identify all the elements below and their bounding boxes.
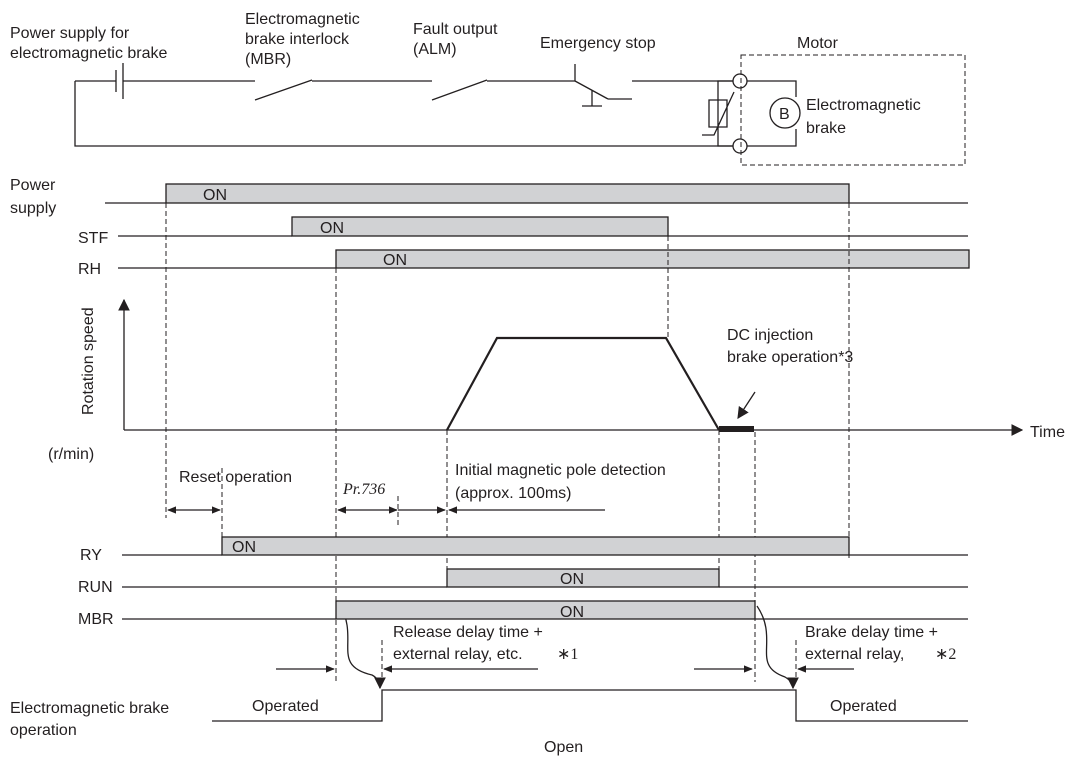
rotation-speed-chart: Rotation speed (r/min) Time DC injection… xyxy=(48,298,1065,463)
speed-axis-label: Rotation speed xyxy=(80,307,97,415)
speed-profile-line xyxy=(446,336,720,431)
brake-delay-label: Brake delay time +external relay, xyxy=(805,624,938,663)
operated-label-1: Operated xyxy=(252,698,319,715)
brake-coil-symbol xyxy=(769,97,801,129)
stf-signal-label: STF xyxy=(78,230,108,247)
rh-on-label: ON xyxy=(383,252,407,269)
brake-symbol-letter: B xyxy=(779,106,790,123)
motor-box xyxy=(740,54,966,166)
alm-contact-label: Fault output(ALM) xyxy=(413,21,498,58)
brake-curve-arrow xyxy=(756,605,799,690)
estop-label: Emergency stop xyxy=(540,35,656,52)
mbr-signal-label: MBR xyxy=(78,611,114,628)
release-curve-arrow xyxy=(339,604,386,690)
timing-annotations: Reset operation Pr.736 Initial magnetic … xyxy=(167,462,956,690)
ry-signal-label: RY xyxy=(80,547,102,564)
speed-unit-label: (r/min) xyxy=(48,446,94,463)
run-on-band xyxy=(446,568,720,588)
output-signal-traces: RY ON RUN ON MBR ON xyxy=(78,536,968,628)
brake-delay-note: ∗2 xyxy=(935,646,956,663)
estop-contact xyxy=(574,64,632,107)
run-signal-label: RUN xyxy=(78,579,113,596)
rh-signal-label: RH xyxy=(78,261,101,278)
alm-contact xyxy=(431,79,488,101)
battery-symbol xyxy=(115,63,124,99)
stf-on-label: ON xyxy=(320,220,344,237)
open-label: Open xyxy=(544,739,583,756)
mbr-contact xyxy=(254,79,313,101)
motor-label: Motor xyxy=(797,35,839,52)
release-delay-label: Release delay time +external relay, etc. xyxy=(393,624,543,663)
release-delay-note: ∗1 xyxy=(557,646,578,663)
run-on-label: ON xyxy=(560,571,584,588)
reset-operation-label: Reset operation xyxy=(179,469,292,486)
mbr-on-band xyxy=(335,600,756,620)
pr736-label: Pr.736 xyxy=(342,481,385,498)
ry-on-label: ON xyxy=(232,539,256,556)
power-on-label: ON xyxy=(203,187,227,204)
pole-detection-label: Initial magnetic pole detection(approx. … xyxy=(455,462,666,502)
brake-operation-waveform xyxy=(212,689,968,722)
dc-injection-bar xyxy=(719,426,754,432)
time-axis-label: Time xyxy=(1030,424,1065,441)
power-on-band xyxy=(165,183,850,204)
rh-on-band xyxy=(335,249,970,269)
ry-on-band xyxy=(221,536,850,556)
surge-suppressor xyxy=(702,80,735,147)
mbr-on-label: ON xyxy=(560,604,584,621)
stf-on-band xyxy=(291,216,669,237)
operated-label-2: Operated xyxy=(830,698,897,715)
